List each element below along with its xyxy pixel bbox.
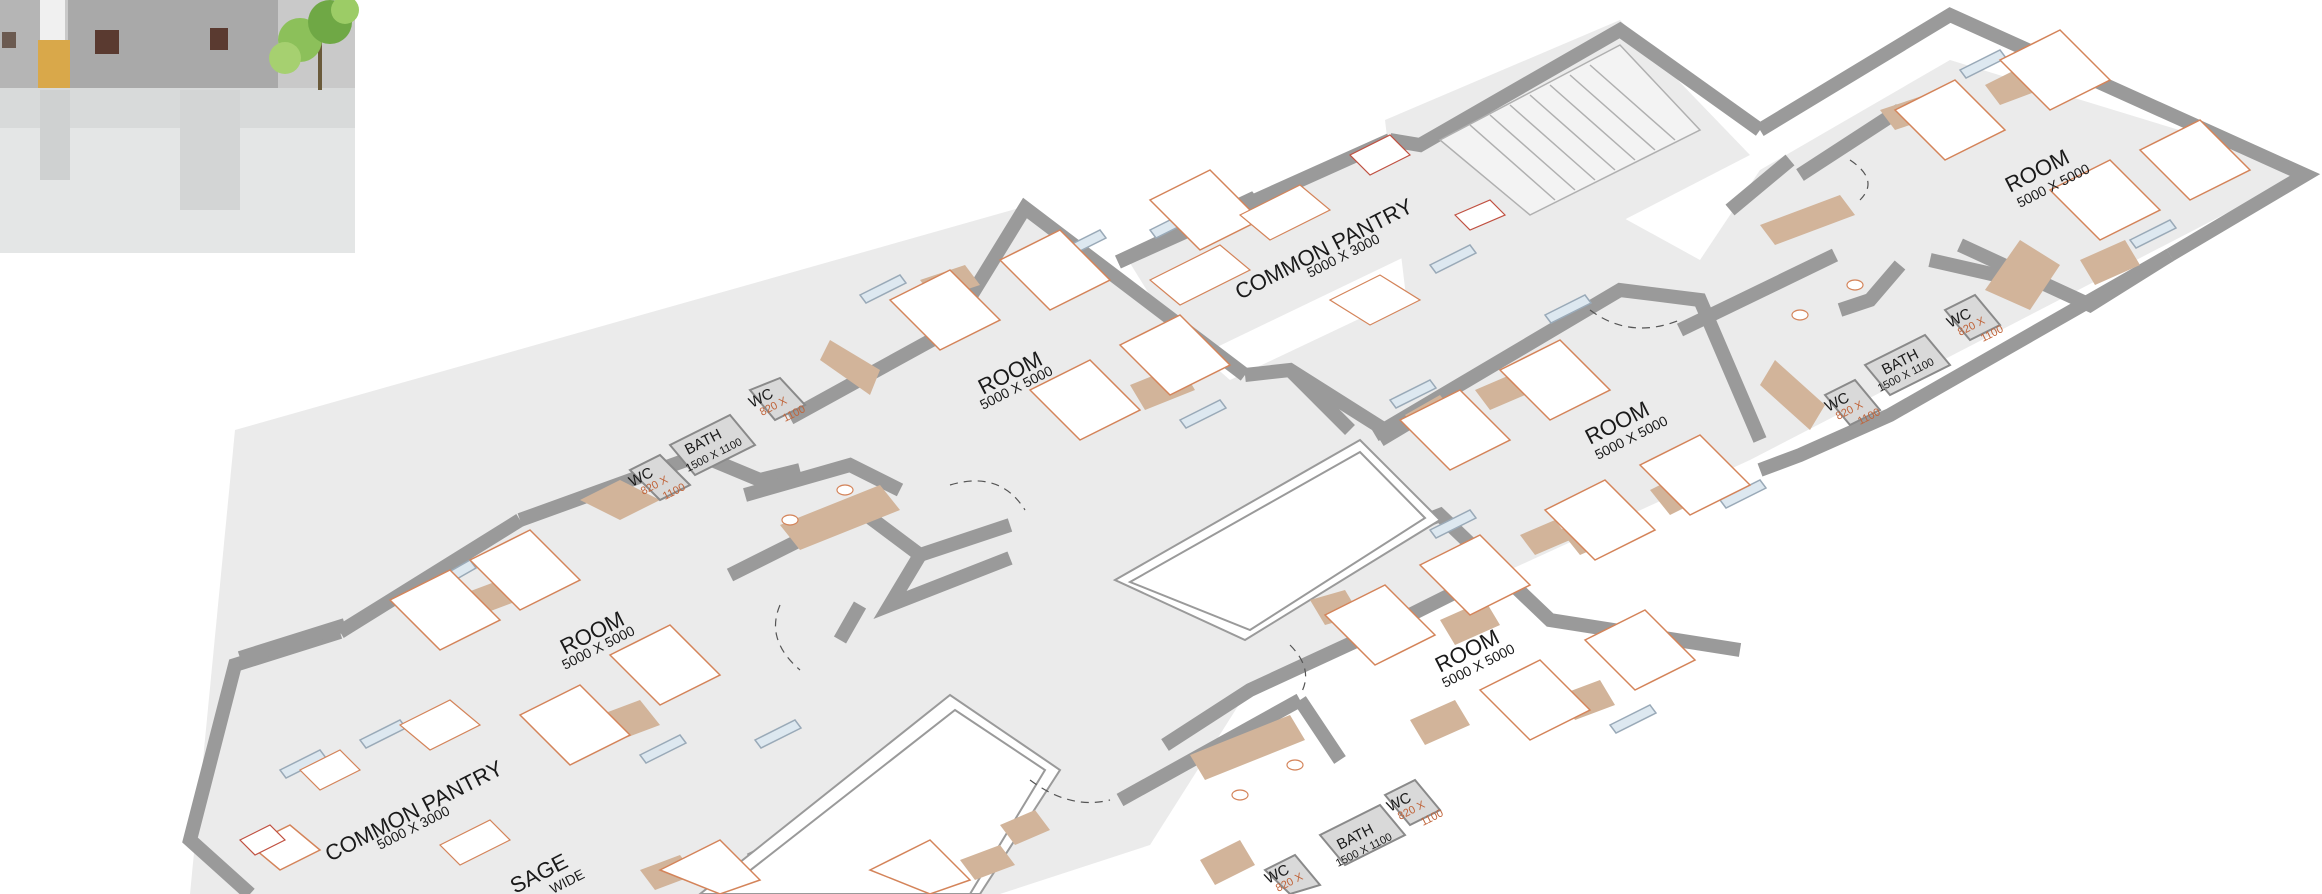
sinks: [781, 279, 1864, 801]
courtyard-voids: [698, 438, 1442, 894]
wet-areas: [628, 293, 2002, 894]
staircase: [1438, 44, 1702, 216]
context-thumbnail: [0, 0, 355, 253]
floor-slab: [190, 20, 2310, 894]
windows: [278, 49, 2178, 779]
tree-icon: [269, 0, 359, 90]
door-arcs: [774, 159, 1869, 803]
pantry-furniture: [238, 134, 1507, 866]
furniture-beds: [248, 29, 2252, 894]
